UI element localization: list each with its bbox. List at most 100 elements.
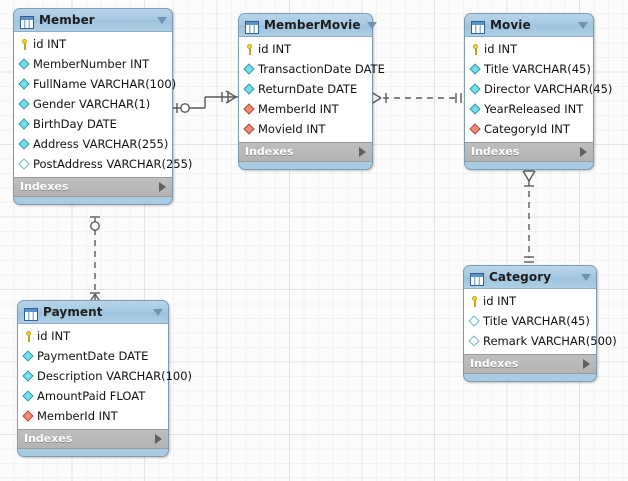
table-movie[interactable]: Movie id INT Title VARCHAR(45) Director VAR… [464, 13, 612, 170]
table-icon [470, 271, 484, 286]
column-row[interactable]: MemberId INT [239, 99, 372, 119]
indexes-label: Indexes [471, 145, 520, 158]
column-row[interactable]: YearReleased INT [465, 99, 593, 119]
column-row[interactable]: Address VARCHAR(255) [14, 134, 172, 154]
column-row[interactable]: Remark VARCHAR(500) [464, 331, 617, 351]
table-icon [20, 14, 34, 29]
table-membermovie[interactable]: MemberMovie id INT TransactionDate DATE Ret… [238, 13, 385, 170]
chevron-down-icon[interactable] [578, 21, 588, 29]
column-label: id INT [484, 42, 518, 56]
table-payment[interactable]: Payment id INT PaymentDate DATE Description… [17, 300, 192, 457]
column-row[interactable]: id INT [464, 291, 596, 311]
column-row[interactable]: Gender VARCHAR(1) [14, 94, 172, 114]
table-title: Movie [490, 17, 531, 32]
column-row[interactable]: Title VARCHAR(45) [465, 59, 593, 79]
column-row[interactable]: BirthDay DATE [14, 114, 172, 134]
table-member[interactable]: Member id INT MemberNumber INT FullName VAR… [13, 8, 192, 205]
column-row[interactable]: AmountPaid FLOAT [18, 386, 168, 406]
diamond-icon [22, 390, 35, 403]
table-header[interactable]: Category [464, 266, 596, 288]
column-row[interactable]: Director VARCHAR(45) [465, 79, 612, 99]
key-icon [243, 43, 256, 56]
column-row[interactable]: id INT [239, 39, 372, 59]
table-category[interactable]: Category id INT Title VARCHAR(45) Remark VA… [463, 265, 617, 382]
column-label: MovieId INT [258, 122, 326, 136]
indexes-section[interactable]: Indexes [14, 178, 172, 197]
column-label: Title VARCHAR(45) [484, 62, 591, 76]
column-label: MemberNumber INT [33, 57, 150, 71]
chevron-down-icon[interactable] [157, 16, 167, 24]
chevron-down-icon[interactable] [366, 21, 377, 29]
column-label: id INT [37, 329, 71, 343]
column-list: id INT Title VARCHAR(45) Director VARCHAR(… [465, 36, 612, 143]
column-row[interactable]: id INT [14, 34, 172, 54]
column-row[interactable]: ReturnDate DATE [239, 79, 372, 99]
diamond-icon [18, 78, 31, 91]
table-header[interactable]: Movie [465, 14, 593, 36]
diamond-icon [22, 370, 35, 383]
column-row[interactable]: id INT [18, 326, 168, 346]
column-row[interactable]: MemberId INT [18, 406, 168, 426]
diamond-hollow-icon [468, 315, 481, 328]
indexes-section[interactable]: Indexes [465, 143, 593, 162]
chevron-down-icon[interactable] [581, 273, 591, 281]
column-list: id INT TransactionDate DATE ReturnDate DAT… [239, 36, 385, 143]
column-row[interactable]: id INT [465, 39, 593, 59]
diamond-icon [243, 83, 256, 96]
triangle-right-icon[interactable] [583, 359, 590, 369]
column-label: Gender VARCHAR(1) [33, 97, 151, 111]
column-row[interactable]: MemberNumber INT [14, 54, 172, 74]
table-icon [24, 306, 38, 321]
column-row[interactable]: PaymentDate DATE [18, 346, 168, 366]
column-label: id INT [483, 294, 517, 308]
column-row[interactable]: FullName VARCHAR(100) [14, 74, 176, 94]
triangle-right-icon[interactable] [359, 147, 366, 157]
diamond-red-icon [22, 410, 35, 423]
table-title: MemberMovie [264, 17, 361, 32]
column-row[interactable]: PostAddress VARCHAR(255) [14, 154, 192, 174]
indexes-section[interactable]: Indexes [239, 143, 372, 162]
diamond-icon [469, 103, 482, 116]
diamond-icon [18, 118, 31, 131]
column-row[interactable]: MovieId INT [239, 119, 372, 139]
table-title: Member [39, 12, 95, 27]
column-row[interactable]: Description VARCHAR(100) [18, 366, 192, 386]
column-row[interactable]: TransactionDate DATE [239, 59, 385, 79]
column-row[interactable]: CategoryId INT [465, 119, 593, 139]
indexes-section[interactable]: Indexes [464, 355, 596, 374]
key-icon [469, 43, 482, 56]
table-header[interactable]: Member [14, 9, 172, 31]
column-label: BirthDay DATE [33, 117, 117, 131]
indexes-section[interactable]: Indexes [18, 430, 168, 449]
column-label: id INT [33, 37, 67, 51]
table-header[interactable]: MemberMovie [239, 14, 377, 36]
diamond-icon [18, 58, 31, 71]
table-header[interactable]: Payment [18, 301, 168, 323]
table-icon [471, 19, 485, 34]
diamond-icon [469, 83, 482, 96]
column-label: MemberId INT [258, 102, 339, 116]
column-list: id INT Title VARCHAR(45) Remark VARCHAR(50… [464, 288, 617, 355]
column-label: AmountPaid FLOAT [37, 389, 146, 403]
triangle-right-icon[interactable] [155, 434, 162, 444]
column-label: CategoryId INT [484, 122, 570, 136]
chevron-down-icon[interactable] [153, 308, 163, 316]
triangle-right-icon[interactable] [159, 182, 166, 192]
column-label: Title VARCHAR(45) [483, 314, 590, 328]
column-label: ReturnDate DATE [258, 82, 358, 96]
diamond-hollow-icon [468, 335, 481, 348]
column-label: Address VARCHAR(255) [33, 137, 169, 151]
diamond-red-icon [243, 103, 256, 116]
triangle-right-icon[interactable] [580, 147, 587, 157]
diamond-icon [243, 63, 256, 76]
column-label: id INT [258, 42, 292, 56]
column-row[interactable]: Title VARCHAR(45) [464, 311, 596, 331]
diamond-red-icon [469, 123, 482, 136]
diamond-hollow-icon [18, 158, 31, 171]
column-label: Description VARCHAR(100) [37, 369, 193, 383]
table-icon [245, 19, 259, 34]
